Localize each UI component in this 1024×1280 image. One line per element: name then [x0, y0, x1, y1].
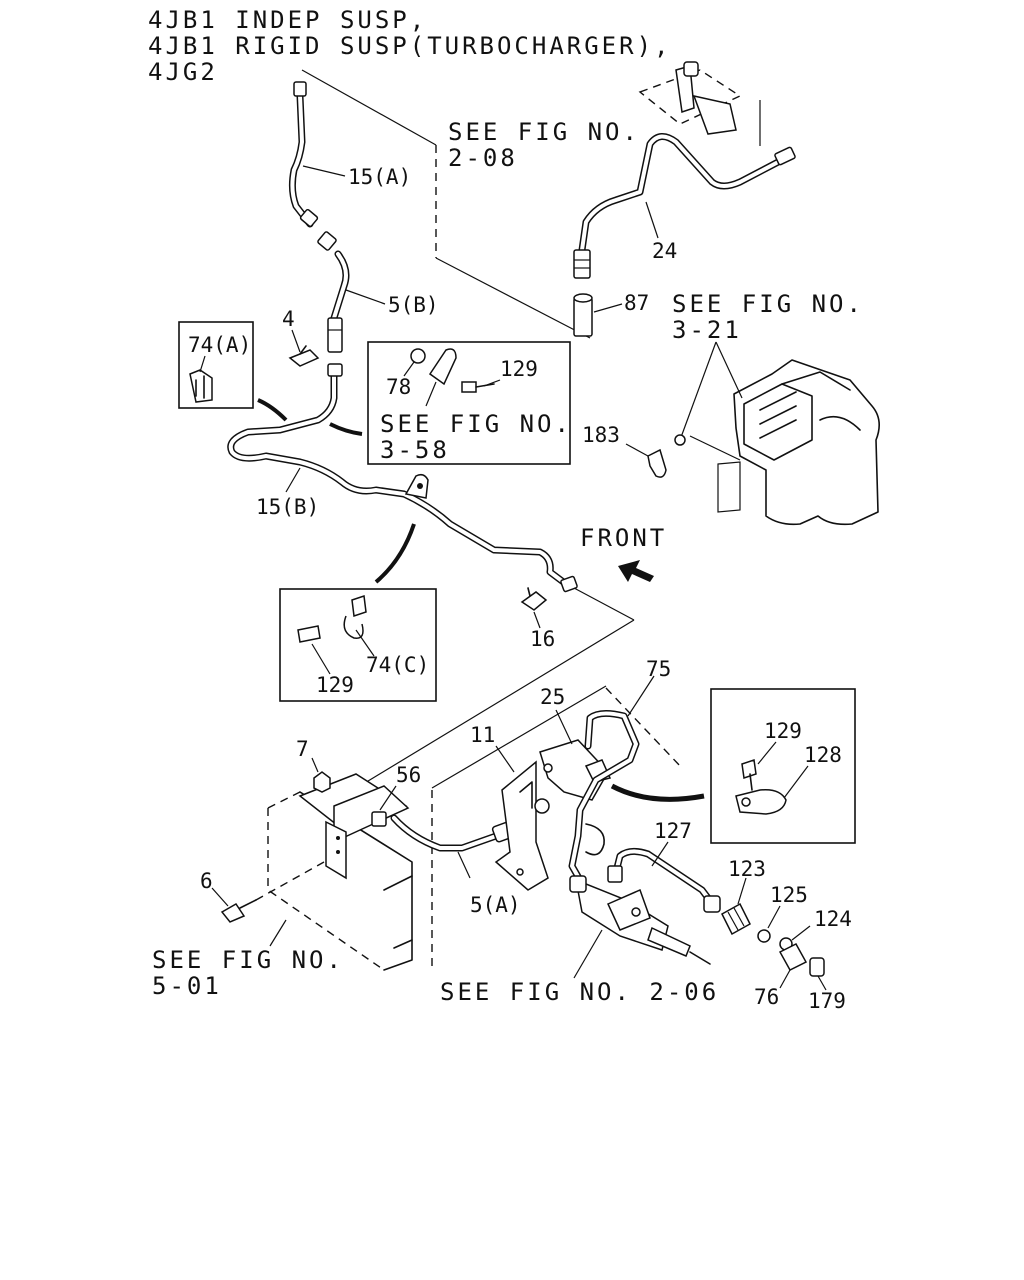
engine-block [689, 359, 880, 526]
callout-7: 7 [296, 737, 309, 761]
ref-2-08-line2: 2-08 [448, 144, 518, 172]
callout-25: 25 [540, 685, 565, 709]
ref-3-58-line2: 3-58 [380, 436, 450, 464]
callout-16: 16 [530, 627, 555, 651]
lower-region-outline [431, 685, 683, 968]
clip-16 [520, 587, 548, 611]
inset-128 [710, 688, 856, 844]
ref-5-01-line2: 5-01 [152, 972, 222, 1000]
callout-5b: 5(B) [388, 293, 439, 317]
callout-129-inset3: 129 [764, 719, 802, 743]
callout-75: 75 [646, 657, 671, 681]
bolt-6 [220, 861, 325, 923]
callout-4: 4 [282, 307, 295, 331]
pipe-127 [607, 847, 721, 913]
ref-3-21-line2: 3-21 [672, 316, 742, 344]
clip-4 [288, 345, 320, 367]
callout-78: 78 [386, 375, 411, 399]
callout-127: 127 [654, 819, 692, 843]
callout-5a: 5(A) [470, 893, 521, 917]
callout-128: 128 [804, 743, 842, 767]
hose-5a [390, 814, 515, 852]
callout-15b: 15(B) [256, 495, 319, 519]
washer-125 [757, 929, 771, 943]
bracket-11 [494, 760, 549, 891]
pipe-24 [573, 133, 796, 279]
header-line-3: 4JG2 [148, 58, 218, 86]
upper-region-outline [301, 69, 591, 339]
front-arrow-icon [618, 560, 654, 582]
inset-74c [279, 588, 437, 702]
ref-3-58-line1: SEE FIG NO. [380, 410, 572, 438]
callout-56: 56 [396, 763, 421, 787]
callout-6: 6 [200, 869, 213, 893]
callout-74c: 74(C) [366, 653, 429, 677]
ref-2-06: SEE FIG NO. 2-06 [440, 978, 719, 1006]
callout-123: 123 [728, 857, 766, 881]
nut-7 [313, 771, 331, 793]
callout-11: 11 [470, 723, 495, 747]
inset-74a [178, 321, 254, 409]
header-line-1: 4JB1 INDEP SUSP, [148, 6, 427, 34]
master-cylinder-top [638, 61, 761, 146]
callout-76: 76 [754, 985, 779, 1009]
callout-183: 183 [582, 423, 620, 447]
bleeder-76 [778, 943, 808, 971]
clip-183 [647, 434, 686, 478]
fitting-87 [573, 293, 593, 337]
front-label: FRONT [580, 524, 667, 552]
header-line-2: 4JB1 RIGID SUSP(TURBOCHARGER), [148, 32, 671, 60]
hose-5b [317, 231, 350, 353]
callout-129-inset2: 129 [316, 673, 354, 697]
pipe-75 [568, 709, 640, 884]
clutch-cylinder [569, 875, 711, 965]
cap-179 [809, 957, 825, 977]
ref-5-01-line1: SEE FIG NO. [152, 946, 344, 974]
callout-15a: 15(A) [348, 165, 411, 189]
callout-24: 24 [652, 239, 677, 263]
callout-74a: 74(A) [188, 333, 251, 357]
pipe-15b [227, 363, 578, 593]
pipe-15a [288, 81, 319, 228]
callout-179: 179 [808, 989, 846, 1013]
ref-3-21-line1: SEE FIG NO. [672, 290, 864, 318]
callout-125: 125 [770, 883, 808, 907]
fitting-123 [721, 902, 751, 936]
callout-129-inset1: 129 [500, 357, 538, 381]
ref-2-08-line1: SEE FIG NO. [448, 118, 640, 146]
inset-3-58 [367, 341, 571, 465]
callout-87: 87 [624, 291, 649, 315]
callout-124: 124 [814, 907, 852, 931]
